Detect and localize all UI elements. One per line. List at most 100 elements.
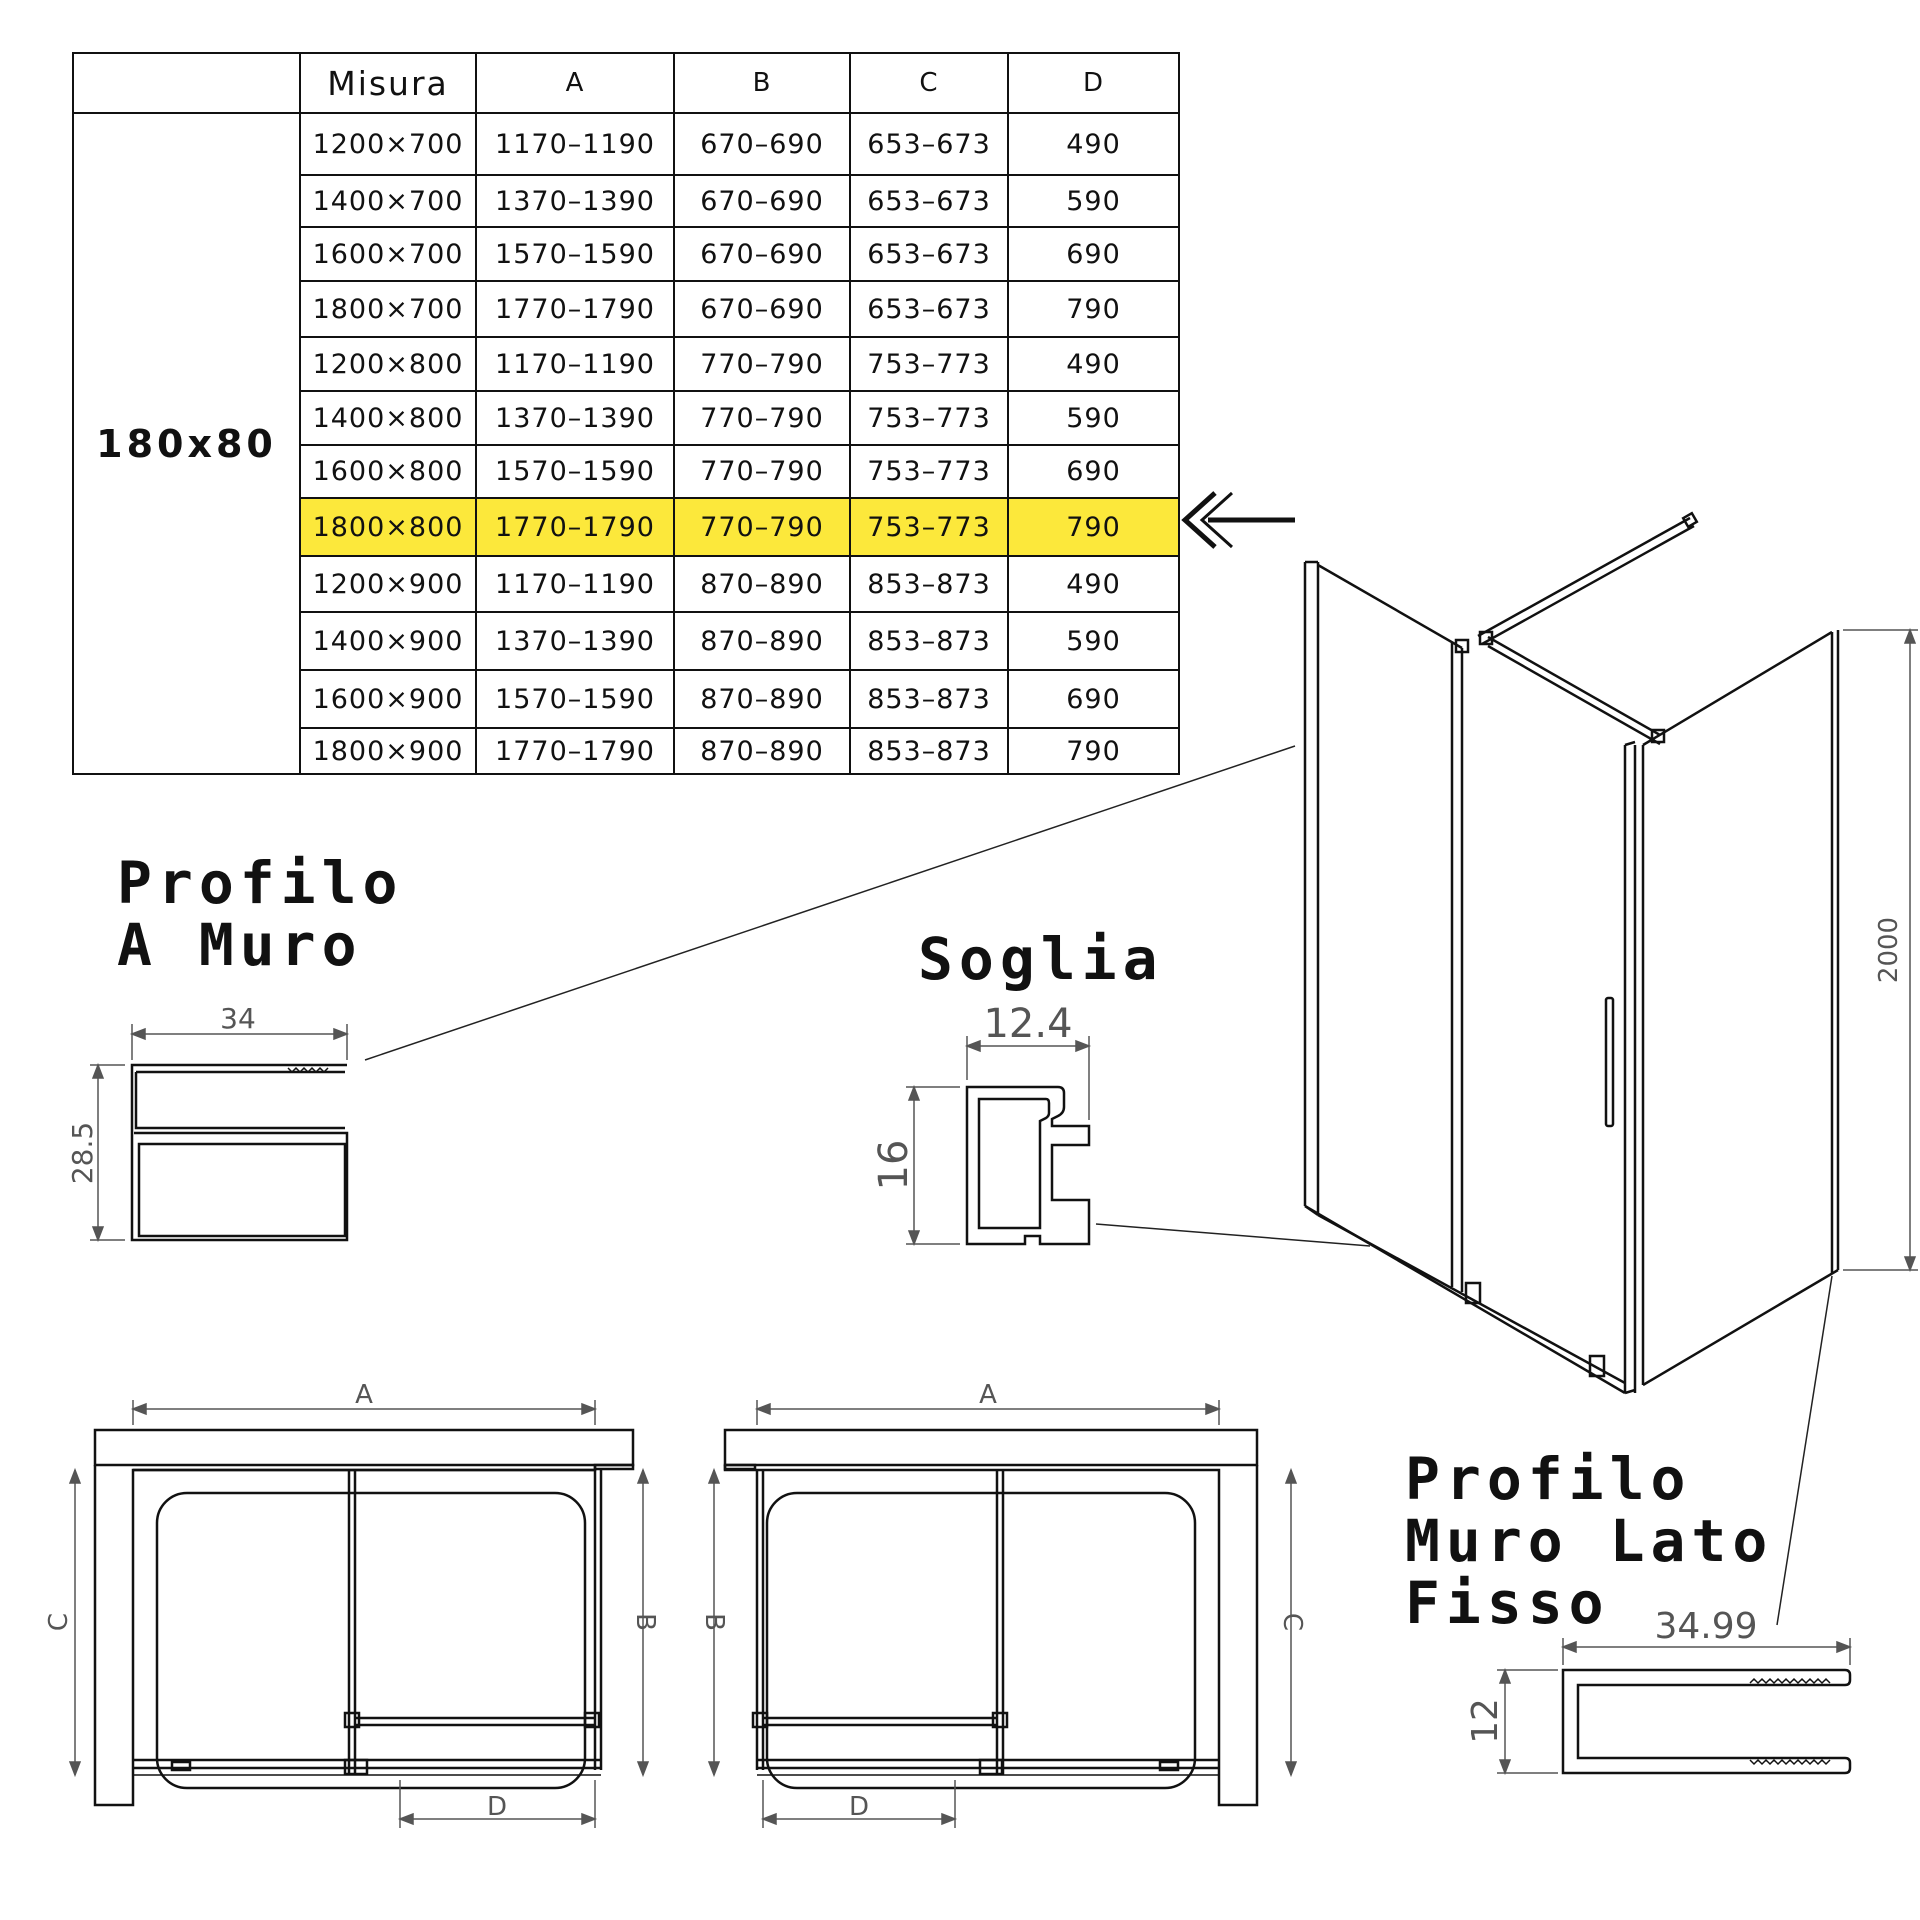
cell-a: 1370–1390 bbox=[475, 174, 675, 228]
cell-misura: 1200×800 bbox=[299, 336, 477, 392]
plan-right-c-label: C bbox=[1277, 1613, 1307, 1631]
cell-d: 590 bbox=[1007, 390, 1180, 446]
plan-left-b-label: B bbox=[630, 1613, 660, 1631]
profilo-a-muro-title-line1: Profilo bbox=[117, 849, 404, 917]
table-header-row: Misura A B C D bbox=[72, 52, 1180, 114]
profilo-a-muro-dimensions bbox=[90, 1024, 350, 1243]
plan-left-a-label: A bbox=[355, 1380, 373, 1410]
cell-misura: 1800×800 bbox=[299, 497, 477, 557]
cell-b: 670–690 bbox=[673, 174, 851, 228]
soglia-width: 12.4 bbox=[983, 1001, 1072, 1047]
cell-c: 653–673 bbox=[849, 112, 1009, 176]
cell-a: 1170–1190 bbox=[475, 555, 675, 613]
shower-enclosure-drawing bbox=[1303, 511, 1840, 1395]
cell-c: 753–773 bbox=[849, 336, 1009, 392]
cell-c: 853–873 bbox=[849, 727, 1009, 775]
header-d: D bbox=[1007, 52, 1180, 114]
cell-c: 853–873 bbox=[849, 555, 1009, 613]
cell-a: 1570–1590 bbox=[475, 444, 675, 499]
profilo-lato-fisso-title: Profilo Muro Lato Fisso bbox=[1405, 1448, 1773, 1634]
header-a: A bbox=[475, 52, 675, 114]
left-arrow-icon bbox=[1181, 491, 1295, 549]
leader-line-muro bbox=[364, 745, 1296, 1061]
cell-b: 870–890 bbox=[673, 555, 851, 613]
cell-b: 770–790 bbox=[673, 497, 851, 557]
cell-a: 1770–1790 bbox=[475, 727, 675, 775]
cell-b: 770–790 bbox=[673, 390, 851, 446]
plan-right-dimensions bbox=[707, 1400, 1298, 1828]
cell-a: 1770–1790 bbox=[475, 497, 675, 557]
profilo-lato-fisso-title-line2: Muro Lato bbox=[1405, 1507, 1774, 1575]
header-b: B bbox=[673, 52, 851, 114]
soglia-dimensions bbox=[906, 1036, 1092, 1247]
header-empty bbox=[72, 52, 301, 114]
cell-b: 670–690 bbox=[673, 280, 851, 338]
cell-a: 1370–1390 bbox=[475, 611, 675, 671]
cell-c: 753–773 bbox=[849, 444, 1009, 499]
plan-right-b-label: B bbox=[699, 1613, 729, 1631]
cell-a: 1170–1190 bbox=[475, 336, 675, 392]
cell-d: 790 bbox=[1007, 497, 1180, 557]
profilo-a-muro-title-line2: A Muro bbox=[117, 911, 363, 979]
cell-d: 690 bbox=[1007, 226, 1180, 282]
cell-c: 853–873 bbox=[849, 611, 1009, 671]
soglia-height: 16 bbox=[871, 1140, 917, 1191]
cell-a: 1770–1790 bbox=[475, 280, 675, 338]
soglia-title: Soglia bbox=[918, 925, 1164, 993]
cell-misura: 1800×900 bbox=[299, 727, 477, 775]
cell-d: 490 bbox=[1007, 336, 1180, 392]
leader-line-lato-fisso bbox=[1776, 1275, 1833, 1626]
cell-misura: 1200×700 bbox=[299, 112, 477, 176]
cell-c: 753–773 bbox=[849, 497, 1009, 557]
profilo-lato-fisso-title-line3: Fisso bbox=[1405, 1569, 1610, 1637]
shower-height-label: 2000 bbox=[1874, 917, 1904, 983]
profilo-lato-fisso-dimensions bbox=[1497, 1638, 1853, 1776]
profilo-lato-fisso-drawing bbox=[1561, 1668, 1852, 1775]
cell-misura: 1400×900 bbox=[299, 611, 477, 671]
plan-right-drawing bbox=[723, 1428, 1259, 1807]
profilo-a-muro-width: 34 bbox=[220, 1002, 256, 1035]
header-c: C bbox=[849, 52, 1009, 114]
cell-b: 770–790 bbox=[673, 444, 851, 499]
cell-a: 1570–1590 bbox=[475, 226, 675, 282]
cell-b: 670–690 bbox=[673, 226, 851, 282]
plan-left-drawing bbox=[93, 1428, 635, 1807]
plan-right-d-label: D bbox=[849, 1792, 869, 1822]
profilo-lato-fisso-title-line1: Profilo bbox=[1405, 1445, 1692, 1513]
cell-misura: 1600×800 bbox=[299, 444, 477, 499]
cell-d: 790 bbox=[1007, 280, 1180, 338]
cell-misura: 1200×900 bbox=[299, 555, 477, 613]
cell-b: 870–890 bbox=[673, 727, 851, 775]
cell-misura: 1600×700 bbox=[299, 226, 477, 282]
cell-b: 870–890 bbox=[673, 611, 851, 671]
plan-left-c-label: C bbox=[44, 1613, 74, 1631]
cell-d: 590 bbox=[1007, 174, 1180, 228]
profilo-a-muro-title: Profilo A Muro bbox=[117, 852, 403, 976]
cell-b: 670–690 bbox=[673, 112, 851, 176]
cell-b: 870–890 bbox=[673, 669, 851, 729]
cell-d: 490 bbox=[1007, 555, 1180, 613]
profilo-a-muro-height: 28.5 bbox=[66, 1122, 99, 1184]
plan-left-dimensions bbox=[68, 1400, 650, 1828]
plan-left-d-label: D bbox=[487, 1792, 507, 1822]
header-misura: Misura bbox=[299, 52, 477, 114]
cell-c: 653–673 bbox=[849, 174, 1009, 228]
cell-d: 490 bbox=[1007, 112, 1180, 176]
cell-misura: 1400×700 bbox=[299, 174, 477, 228]
soglia-drawing bbox=[965, 1085, 1091, 1246]
cell-a: 1370–1390 bbox=[475, 390, 675, 446]
cell-c: 853–873 bbox=[849, 669, 1009, 729]
profilo-lato-fisso-width: 34.99 bbox=[1654, 1606, 1757, 1647]
